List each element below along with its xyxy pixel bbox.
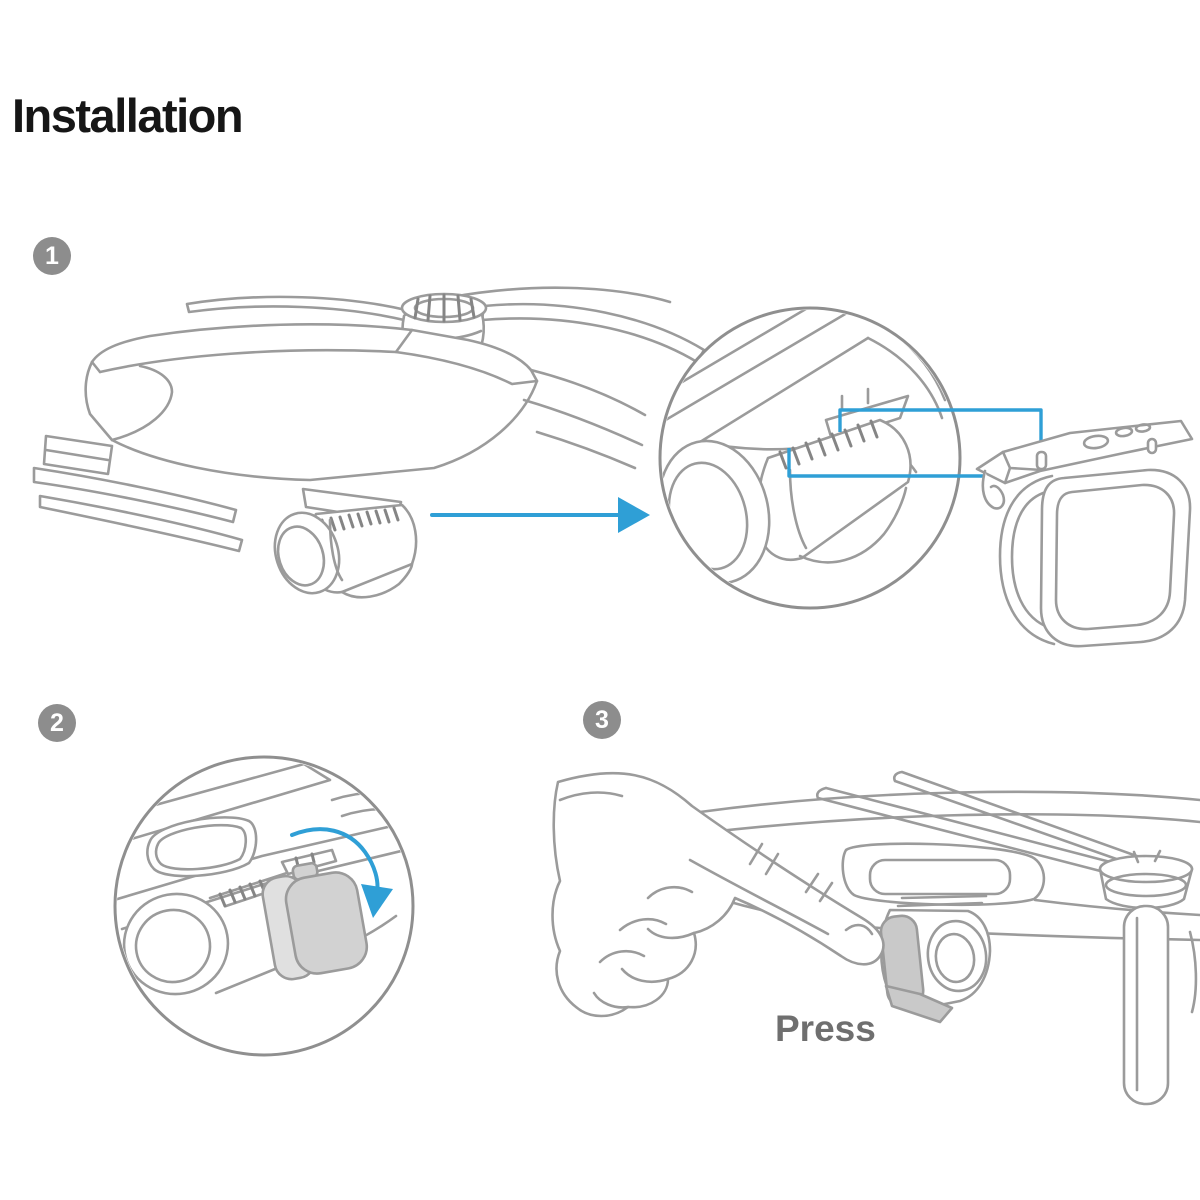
hand-press-illustration [551, 771, 885, 1018]
page-title: Installation [12, 89, 244, 142]
gimbal-camera [273, 487, 418, 599]
step3-illustration [551, 770, 1200, 1106]
filter-front-face [1039, 468, 1192, 648]
propeller-blade [815, 786, 1120, 876]
step-3-badge: 3 [583, 701, 621, 739]
step-3-number: 3 [595, 705, 609, 734]
index-finger-line [688, 858, 830, 936]
filter-side-band [998, 474, 1056, 646]
filter-pin [1146, 437, 1158, 455]
hand-silhouette [551, 771, 885, 1018]
step3-drone [640, 770, 1200, 1106]
propeller-blade [892, 770, 1150, 870]
step1-drone-illustration [32, 286, 706, 599]
curved-arrow-icon [290, 827, 393, 918]
arrow-right-icon [430, 497, 650, 533]
step1-zoom-circle [658, 306, 962, 610]
step-2-badge: 2 [38, 704, 76, 742]
step2-zoom-content [117, 762, 411, 996]
press-label: Press [775, 1008, 876, 1049]
callout-lines [787, 408, 1043, 478]
drone-body [32, 323, 647, 553]
step-2-number: 2 [50, 708, 64, 737]
filter-hook [981, 469, 1006, 510]
filter-flange [975, 419, 1194, 485]
landing-leg [1122, 904, 1170, 1106]
front-sensor-bumper [841, 842, 1046, 907]
lens-filter-illustration [975, 419, 1194, 648]
finger-creases [748, 842, 834, 903]
attached-filter-gray [261, 861, 369, 981]
step2-zoom-circle [113, 755, 415, 1057]
step-1-badge: 1 [33, 237, 71, 275]
step-1-number: 1 [45, 241, 59, 270]
filter-pin [1035, 450, 1048, 471]
motor-step3 [1098, 849, 1194, 910]
filter-being-pressed [879, 914, 954, 1024]
